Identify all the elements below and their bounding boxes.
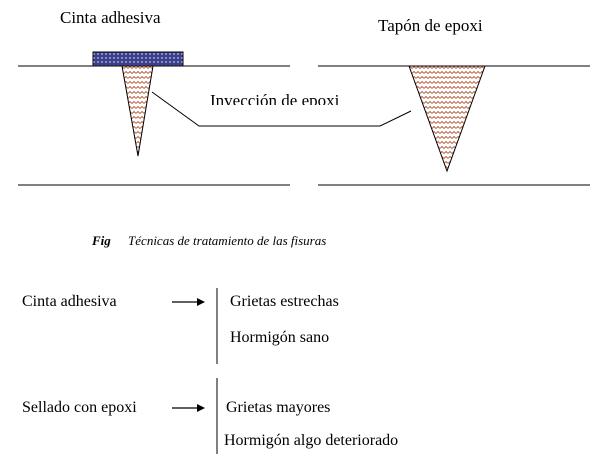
technique-condition: Grietas estrechas <box>230 293 339 310</box>
technique-method: Cinta adhesiva <box>22 293 117 310</box>
narrow-crack <box>121 65 154 157</box>
figure-label: Fig <box>92 233 111 248</box>
epoxy-plug-label: Tapón de epoxi <box>378 16 483 35</box>
arrow-icon <box>172 404 205 412</box>
tape-label: Cinta adhesiva <box>60 8 161 27</box>
injection-label: Invección de epoxi <box>210 91 340 105</box>
figure-caption-text: Técnicas de tratamiento de las fisuras <box>128 233 327 248</box>
technique-condition: Hormigón sano <box>230 329 330 346</box>
technique-condition: Hormigón algo deteriorado <box>224 432 399 449</box>
wide-crack-epoxy-plug <box>408 65 486 173</box>
technique-method: Sellado con epoxi <box>22 399 137 416</box>
figure-caption: Fig Técnicas de tratamiento de las fisur… <box>92 233 326 249</box>
injection-label-clip: Invección de epoxi <box>210 88 380 105</box>
arrow-icon <box>172 298 205 306</box>
adhesive-tape <box>92 51 184 67</box>
technique-condition: Grietas mayores <box>226 399 331 416</box>
injection-leader-line <box>151 91 412 127</box>
